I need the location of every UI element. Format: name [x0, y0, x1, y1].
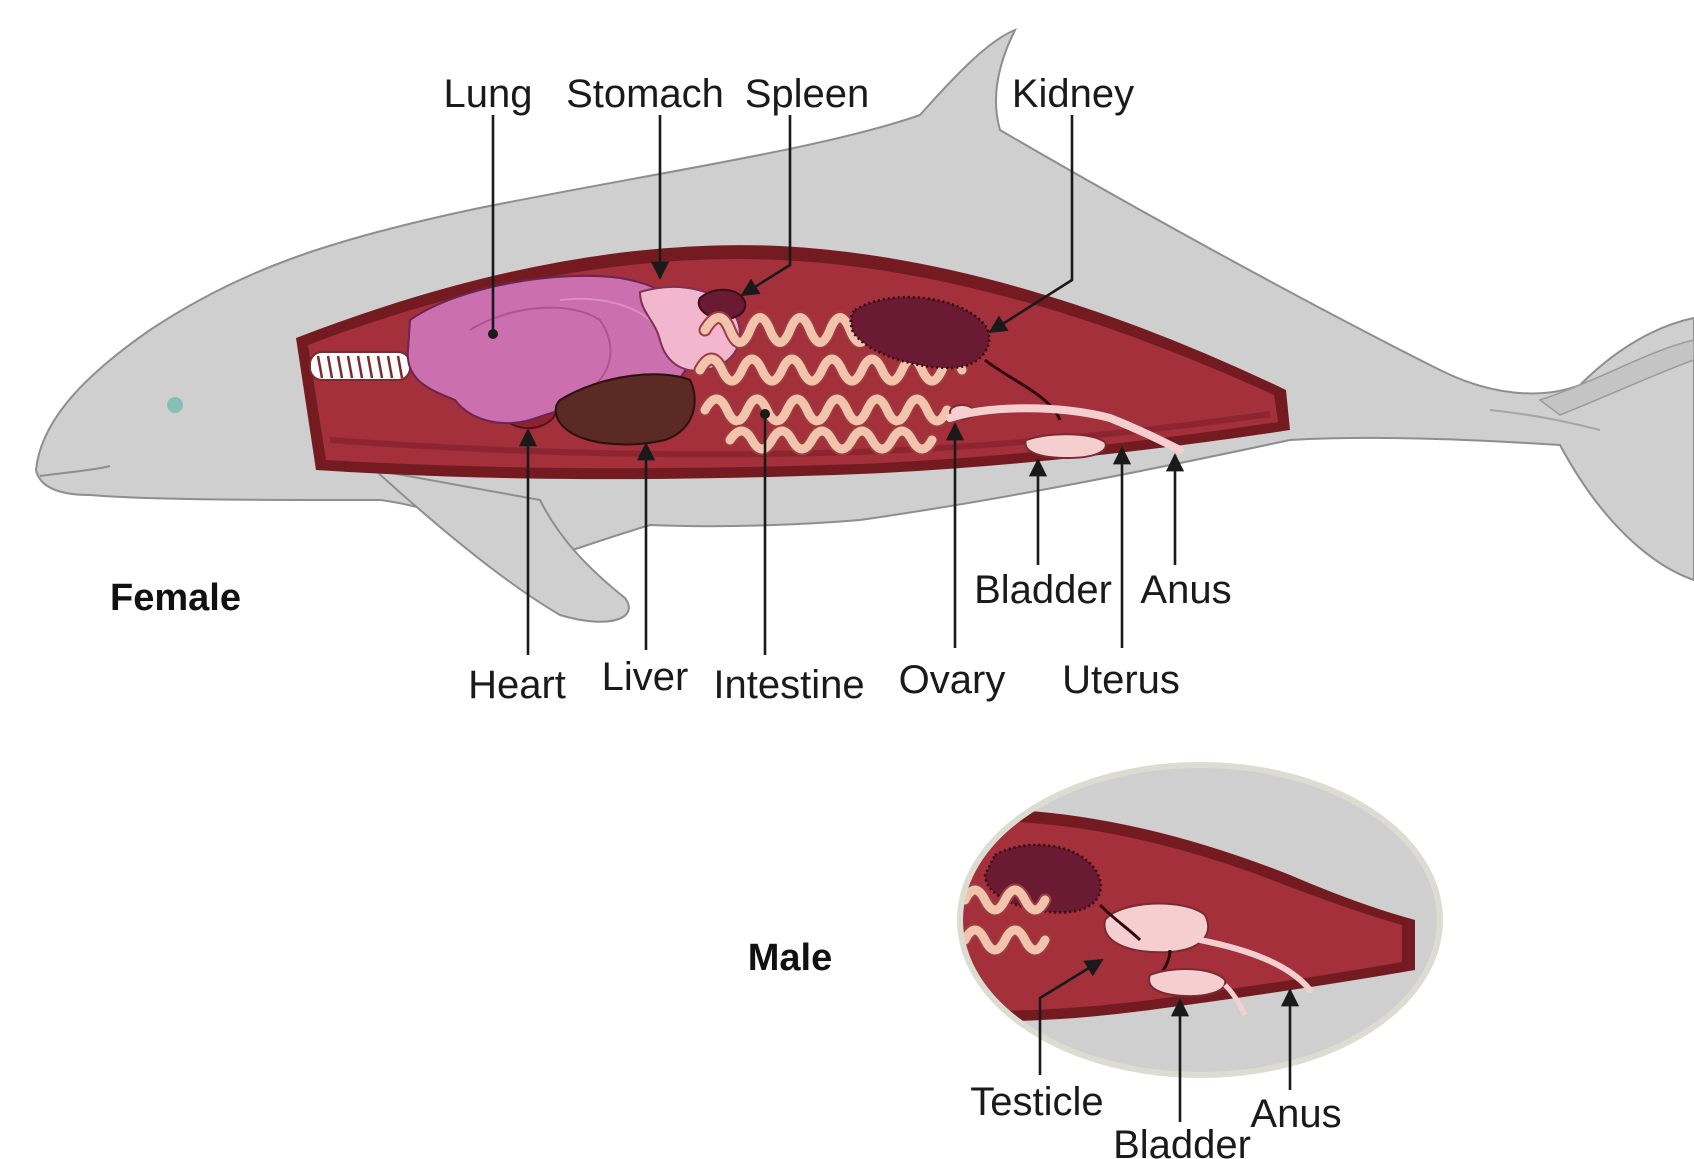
- label-bladder: Bladder: [974, 568, 1112, 612]
- testicle-organ: [1105, 904, 1209, 953]
- label-liver: Liver: [602, 655, 689, 699]
- label-kidney: Kidney: [1012, 72, 1134, 116]
- label-ovary: Ovary: [899, 658, 1006, 702]
- label-uterus: Uterus: [1062, 658, 1180, 702]
- male-inset: [940, 760, 1450, 1090]
- label-lung: Lung: [444, 72, 533, 116]
- label-heart: Heart: [468, 663, 566, 707]
- heading-female: Female: [110, 577, 241, 619]
- eye: [167, 397, 183, 413]
- label-male-bladder: Bladder: [1113, 1123, 1251, 1159]
- label-intestine: Intestine: [713, 663, 864, 707]
- bladder-organ: [1025, 434, 1105, 458]
- male-bladder-organ: [1149, 969, 1225, 996]
- label-testicle: Testicle: [970, 1080, 1103, 1124]
- heading-male: Male: [748, 937, 832, 979]
- trachea: [310, 352, 410, 380]
- label-anus: Anus: [1140, 568, 1231, 612]
- label-stomach: Stomach: [566, 72, 724, 116]
- label-male-anus: Anus: [1250, 1092, 1341, 1136]
- label-spleen: Spleen: [745, 72, 870, 116]
